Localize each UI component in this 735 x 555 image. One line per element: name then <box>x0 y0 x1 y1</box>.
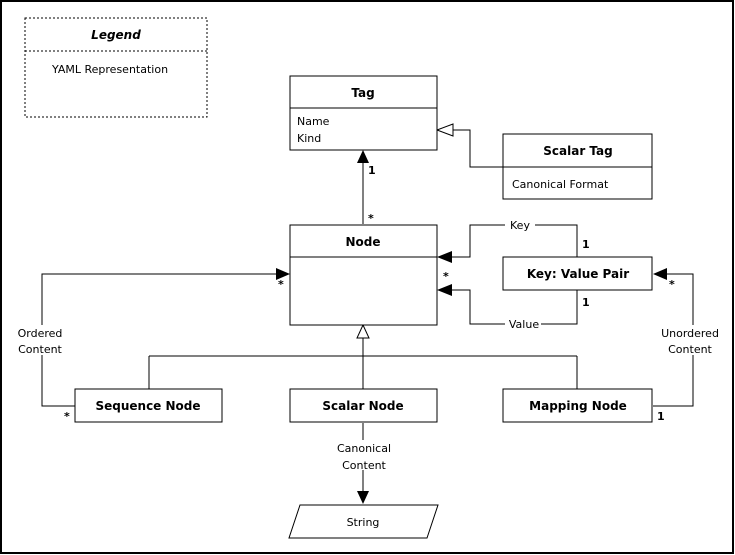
canonical-label-line2: Content <box>342 459 386 472</box>
ordered-label-line2: Content <box>18 343 62 356</box>
scalar-tag-attr: Canonical Format <box>512 178 609 191</box>
node-title: Node <box>345 235 380 249</box>
ordered-label-line1: Ordered <box>18 327 63 340</box>
mapping-node-title: Mapping Node <box>529 399 627 413</box>
value-label: Value <box>509 318 539 331</box>
node-tag-multiplicity: * <box>368 212 374 225</box>
arrowheads <box>276 123 667 504</box>
key-line <box>452 224 578 258</box>
sequence-node-title: Sequence Node <box>95 399 200 413</box>
tag-attr-kind: Kind <box>297 132 321 145</box>
class-tag: Tag Name Kind <box>289 75 438 151</box>
class-mapping-node: Mapping Node <box>502 388 653 423</box>
tag-arrowhead <box>357 150 369 163</box>
ordered-arrowhead <box>276 268 290 280</box>
ordered-content-line <box>41 273 276 407</box>
pair-node-multiplicity: * <box>443 270 449 283</box>
value-multiplicity: 1 <box>582 296 590 309</box>
unordered-map-multiplicity: 1 <box>657 410 665 423</box>
legend-item: YAML Representation <box>51 63 168 76</box>
scalar-tag-title: Scalar Tag <box>543 144 613 158</box>
class-string: String <box>288 504 439 539</box>
generalization-arrowhead <box>435 123 454 137</box>
value-arrowhead <box>437 284 452 296</box>
class-node: Node <box>289 224 438 326</box>
key-value-pair-title: Key: Value Pair <box>527 267 629 281</box>
class-scalar-tag: Scalar Tag Canonical Format <box>502 133 653 200</box>
class-sequence-node: Sequence Node <box>74 388 223 423</box>
scalartag-generalization-line <box>452 129 503 168</box>
legend: Legend YAML Representation <box>24 17 208 118</box>
key-label: Key <box>510 219 530 232</box>
scalar-node-title: Scalar Node <box>322 399 403 413</box>
ordered-node-multiplicity: * <box>278 278 284 291</box>
string-title: String <box>347 516 380 529</box>
tag-title: Tag <box>351 86 374 100</box>
unordered-pair-multiplicity: * <box>669 278 675 291</box>
class-key-value-pair: Key: Value Pair <box>502 256 653 291</box>
multiplicities: 1 * 1 1 * * * * 1 <box>64 164 675 423</box>
ordered-seq-multiplicity: * <box>64 410 70 423</box>
canonical-label-line1: Canonical <box>337 442 391 455</box>
unordered-arrowhead <box>653 268 667 280</box>
value-line <box>452 289 578 325</box>
unordered-label-line2: Content <box>668 343 712 356</box>
key-arrowhead <box>437 251 452 263</box>
relation-labels: Key Value Ordered Content Unordered Cont… <box>12 217 720 472</box>
class-scalar-node: Scalar Node <box>289 388 438 423</box>
unordered-label-line1: Unordered <box>661 327 719 340</box>
tag-attr-name: Name <box>297 115 330 128</box>
key-multiplicity: 1 <box>582 238 590 251</box>
tag-multiplicity: 1 <box>368 164 376 177</box>
inheritance-arrowhead <box>356 323 370 339</box>
connectors <box>41 129 694 491</box>
legend-title: Legend <box>91 28 141 42</box>
string-arrowhead <box>357 491 369 504</box>
